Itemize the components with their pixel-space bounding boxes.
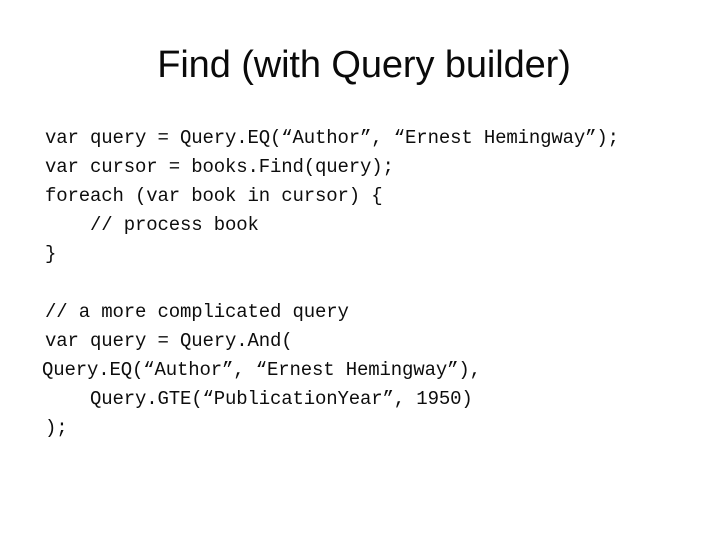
code-line: var query = Query.EQ(“Author”, “Ernest H…: [45, 127, 619, 149]
code-block: var query = Query.EQ(“Author”, “Ernest H…: [42, 124, 705, 443]
code-line: }: [45, 243, 57, 265]
code-line: foreach (var book in cursor) {: [45, 185, 383, 207]
code-line: Query.EQ(“Author”, “Ernest Hemingway”),: [42, 359, 481, 381]
code-line: var cursor = books.Find(query);: [45, 156, 394, 178]
code-line: Query.GTE(“PublicationYear”, 1950): [45, 388, 473, 410]
page-title: Find (with Query builder): [157, 44, 571, 86]
code-line: // process book: [45, 214, 259, 236]
code-line-blank: [45, 269, 705, 298]
code-line: var query = Query.And(: [45, 330, 293, 352]
code-line: // a more complicated query: [45, 301, 349, 323]
code-line: );: [45, 417, 68, 439]
